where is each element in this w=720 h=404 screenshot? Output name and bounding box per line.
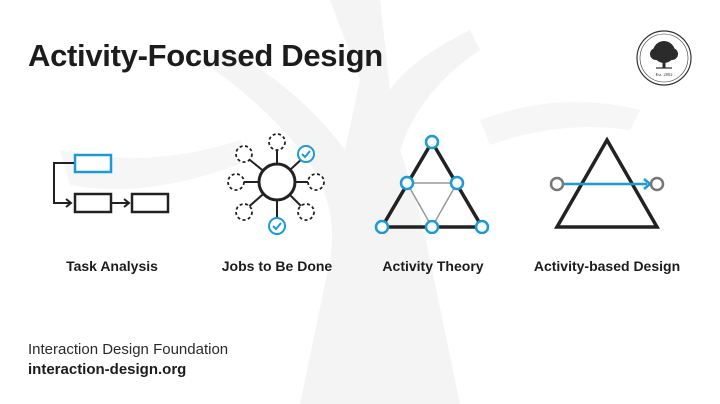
task-analysis-icon xyxy=(53,153,170,214)
caption-activity-theory: Activity Theory xyxy=(382,258,484,274)
slide-title: Activity-Focused Design xyxy=(28,38,383,73)
footer-organization: Interaction Design Foundation xyxy=(28,341,229,358)
footer-url: interaction-design.org xyxy=(28,361,187,378)
caption-jobs-to-be-done: Jobs to Be Done xyxy=(221,258,333,274)
activity-based-design-icon xyxy=(549,136,665,229)
jobs-to-be-done-icon xyxy=(227,133,325,235)
caption-task-analysis: Task Analysis xyxy=(66,258,158,274)
caption-activity-based-design: Activity-based Design xyxy=(533,258,681,274)
logo-text: Est. 2002 xyxy=(655,72,672,77)
tree-seal-icon: Est. 2002 xyxy=(636,30,692,86)
activity-theory-icon xyxy=(374,134,490,234)
